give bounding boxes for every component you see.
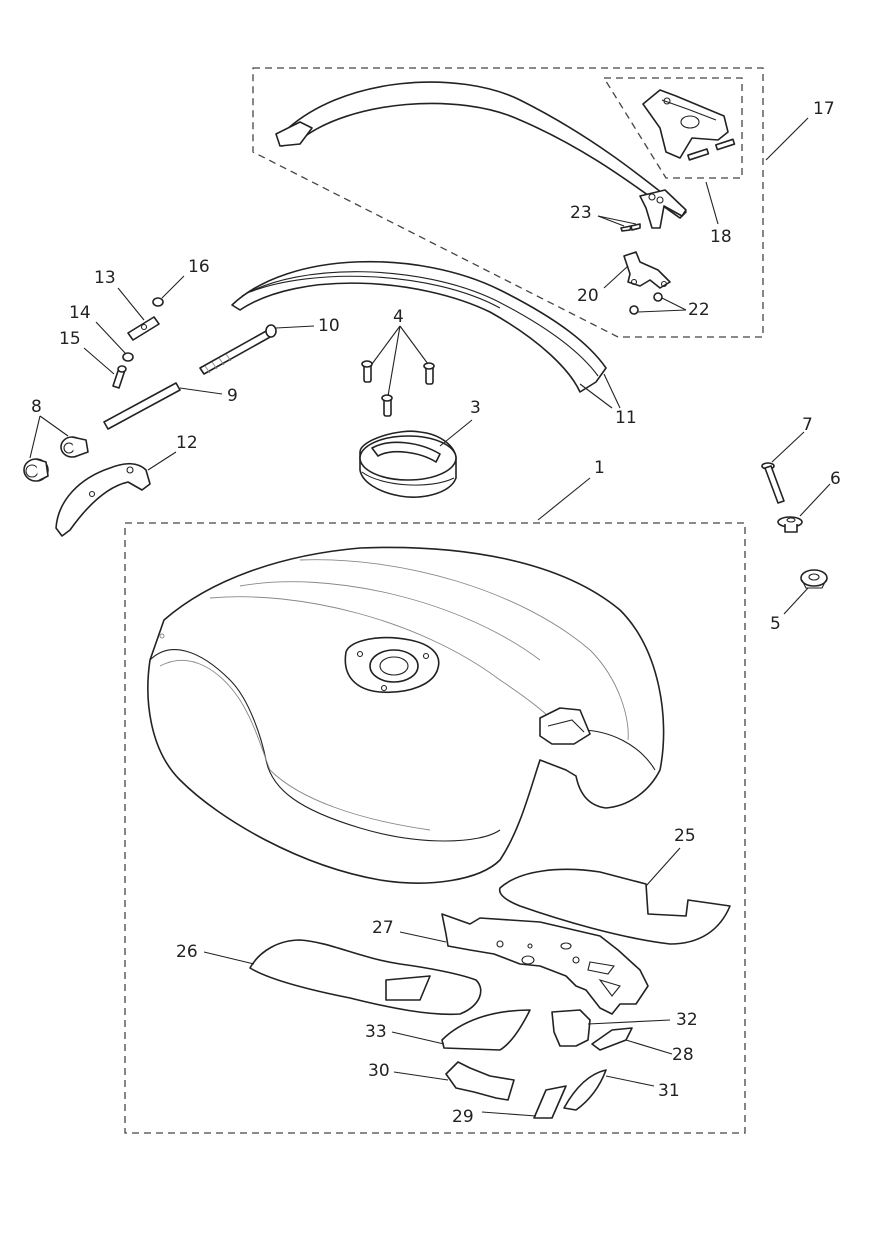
part-8-bushes[interactable] xyxy=(23,436,89,482)
callout-14: 14 xyxy=(69,303,91,323)
callout-17: 17 xyxy=(813,99,835,119)
part-33-pad[interactable] xyxy=(441,1009,531,1051)
callout-27: 27 xyxy=(372,918,394,938)
part-3-fuel-cap[interactable] xyxy=(359,430,457,498)
part-27-gasket-plate[interactable] xyxy=(441,913,649,1015)
part-9-rod[interactable] xyxy=(103,382,181,430)
callout-33: 33 xyxy=(365,1022,387,1042)
part-10-long-bolt[interactable] xyxy=(199,324,277,375)
callout-32: 32 xyxy=(676,1010,698,1030)
callout-4: 4 xyxy=(393,307,404,327)
callout-28: 28 xyxy=(672,1045,694,1065)
leader-lines xyxy=(29,117,831,1117)
callout-3: 3 xyxy=(470,398,481,418)
part-20-bracket[interactable] xyxy=(623,251,671,289)
callout-7: 7 xyxy=(802,415,813,435)
part-12-bracket-plate[interactable] xyxy=(55,462,151,537)
callout-25: 25 xyxy=(674,826,696,846)
callout-13: 13 xyxy=(94,268,116,288)
part-18-hinge-bracket[interactable] xyxy=(642,89,736,161)
part-4-bolts[interactable] xyxy=(361,360,435,417)
part-31-pad[interactable] xyxy=(563,1069,607,1111)
callout-15: 15 xyxy=(59,329,81,349)
callout-11: 11 xyxy=(615,408,637,428)
part-5-grommet[interactable] xyxy=(800,569,828,589)
part-16-o-ring[interactable] xyxy=(152,297,164,307)
part-30-pad[interactable] xyxy=(445,1061,515,1101)
callout-20: 20 xyxy=(577,286,599,306)
callout-18: 18 xyxy=(710,227,732,247)
callout-1: 1 xyxy=(594,458,605,478)
part-14-washer[interactable] xyxy=(122,352,134,362)
callout-10: 10 xyxy=(318,316,340,336)
part-15-screw[interactable] xyxy=(112,365,127,389)
part-32-pad[interactable] xyxy=(551,1009,591,1047)
callout-30: 30 xyxy=(368,1061,390,1081)
callout-8: 8 xyxy=(31,397,42,417)
callout-16: 16 xyxy=(188,257,210,277)
part-1-fuel-tank[interactable] xyxy=(147,546,665,884)
part-13-barrel-nut[interactable] xyxy=(127,316,160,341)
part-22-screws[interactable] xyxy=(629,292,663,315)
part-23-screws[interactable] xyxy=(620,223,641,232)
callout-22: 22 xyxy=(688,300,710,320)
part-6-mount[interactable] xyxy=(777,516,803,533)
part-25-pad[interactable] xyxy=(498,868,731,945)
part-17-strap[interactable] xyxy=(275,81,687,229)
part-26-pad[interactable] xyxy=(249,939,482,1016)
callout-26: 26 xyxy=(176,942,198,962)
part-11-trim-strip[interactable] xyxy=(231,260,607,393)
callout-31: 31 xyxy=(658,1081,680,1101)
part-29-strip[interactable] xyxy=(533,1085,567,1119)
callout-29: 29 xyxy=(452,1107,474,1127)
part-28-pad[interactable] xyxy=(591,1027,633,1051)
callout-5: 5 xyxy=(770,614,781,634)
callout-9: 9 xyxy=(227,386,238,406)
part-7-bolt[interactable] xyxy=(761,462,785,504)
group-17-outline xyxy=(252,67,764,338)
group-1-outline xyxy=(124,522,746,1134)
callout-6: 6 xyxy=(830,469,841,489)
group-18-outline xyxy=(602,77,743,179)
callout-23: 23 xyxy=(570,203,592,223)
callout-12: 12 xyxy=(176,433,198,453)
